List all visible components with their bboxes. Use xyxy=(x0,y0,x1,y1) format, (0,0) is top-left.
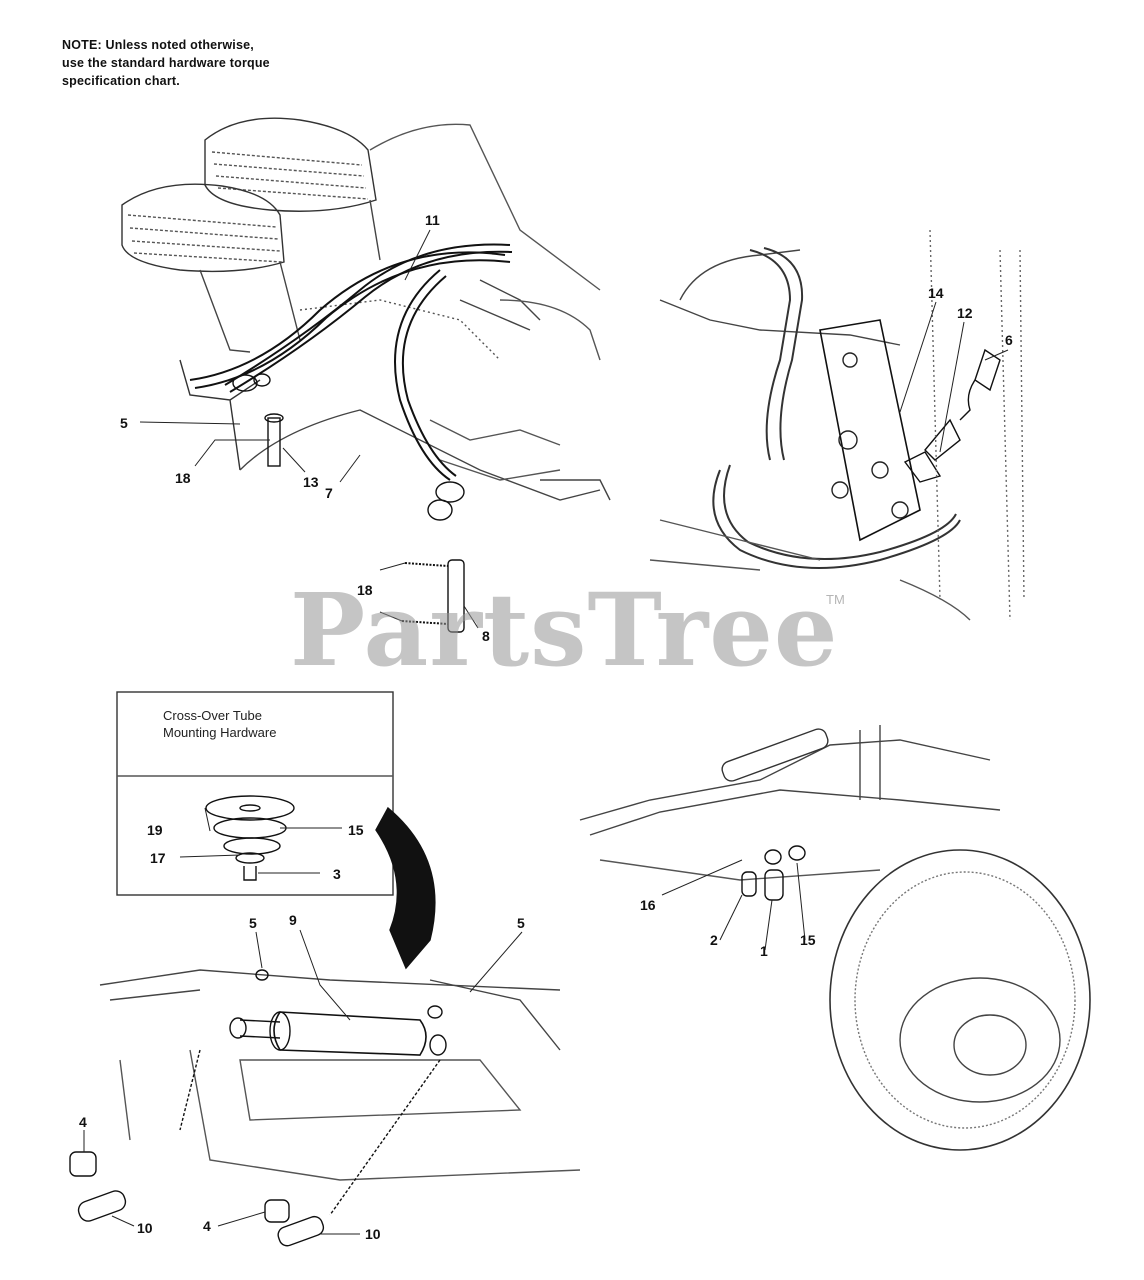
callout-tl-7: 7 xyxy=(325,485,333,501)
callout-tl-18a: 18 xyxy=(175,470,191,486)
bolt-13 xyxy=(264,413,284,467)
inset-title-line-2: Mounting Hardware xyxy=(163,725,277,740)
note-line-1: NOTE: Unless noted otherwise, xyxy=(62,38,254,52)
callout-bl-5b: 5 xyxy=(517,915,525,931)
callout-br-1: 1 xyxy=(760,943,768,959)
callout-bl-4b: 4 xyxy=(203,1218,211,1234)
callout-bl-4a: 4 xyxy=(79,1114,87,1130)
callout-inset-15: 15 xyxy=(348,822,364,838)
callout-tr-6: 6 xyxy=(1005,332,1013,348)
callout-tl-5: 5 xyxy=(120,415,128,431)
spring-clips-18 xyxy=(401,562,449,625)
callout-bl-5a: 5 xyxy=(249,915,257,931)
rear-tire xyxy=(829,849,1091,1151)
callout-br-15: 15 xyxy=(800,932,816,948)
callout-bl-10b: 10 xyxy=(365,1226,381,1242)
callout-tl-11: 11 xyxy=(425,212,440,228)
inset-title: Cross-Over Tube Mounting Hardware xyxy=(163,707,276,741)
cylinder-assembly xyxy=(99,969,581,1181)
valve-assembly xyxy=(649,229,1025,621)
note-line-2: use the standard hardware torque xyxy=(62,56,270,70)
callout-tr-12: 12 xyxy=(957,305,973,321)
partstree-watermark: PartsTree xyxy=(290,571,839,689)
callout-inset-19: 19 xyxy=(147,822,163,838)
hydraulic-hoses xyxy=(189,243,513,481)
callout-tl-13: 13 xyxy=(303,474,319,490)
pins-and-clips xyxy=(69,1049,441,1247)
callout-br-16: 16 xyxy=(640,897,656,913)
callout-inset-3: 3 xyxy=(333,866,341,882)
leader-lines xyxy=(83,229,1009,1235)
torque-note: NOTE: Unless noted otherwise, use the st… xyxy=(62,36,362,90)
trademark-mark: TM xyxy=(826,592,845,607)
pedal-assembly xyxy=(121,117,611,501)
inset-box xyxy=(116,691,394,896)
pedal-rear xyxy=(204,117,377,212)
callout-tl-18b: 18 xyxy=(357,582,373,598)
callout-bl-9: 9 xyxy=(289,912,297,928)
hose-fittings xyxy=(232,373,465,521)
axle-assembly xyxy=(579,725,1001,901)
pedal-front xyxy=(121,183,285,273)
note-line-3: specification chart. xyxy=(62,74,180,88)
inset-title-line-1: Cross-Over Tube xyxy=(163,708,262,723)
callout-bl-10a: 10 xyxy=(137,1220,153,1236)
pointer-arrow xyxy=(375,806,436,970)
callout-br-2: 2 xyxy=(710,932,718,948)
callout-tl-8: 8 xyxy=(482,628,490,644)
callout-tr-14: 14 xyxy=(928,285,944,301)
pin-8 xyxy=(447,559,465,633)
callout-inset-17: 17 xyxy=(150,850,166,866)
